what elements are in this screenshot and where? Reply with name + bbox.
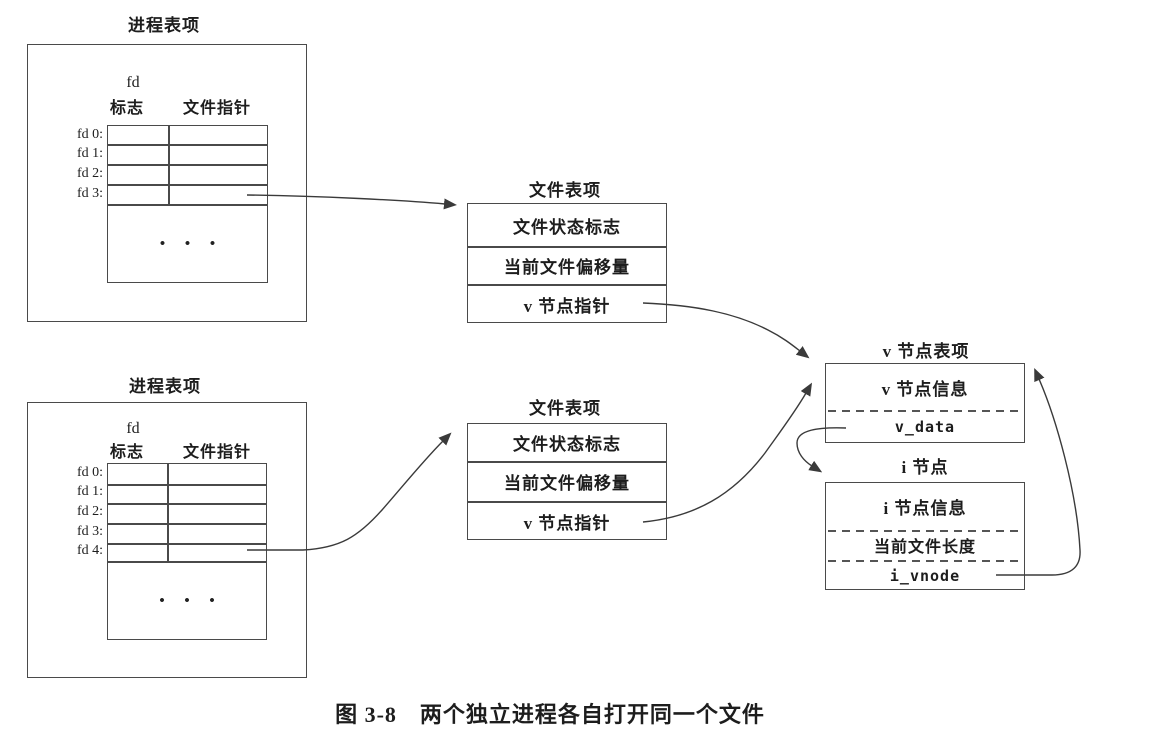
process-table-bottom-title: 进程表项 <box>129 376 201 396</box>
grid-column-divider <box>167 464 169 561</box>
fd-row-label: fd 1: <box>76 484 103 499</box>
current-file-offset-cell: 当前文件偏移量 <box>504 473 630 493</box>
grid-line <box>108 204 267 206</box>
grid-line <box>108 561 266 563</box>
fd-row-label: fd 0: <box>76 465 103 480</box>
file-table-top-box: 文件状态标志 当前文件偏移量 v 节点指针 <box>467 203 667 323</box>
grid-line <box>108 164 267 166</box>
vnode-table-title: v 节点表项 <box>882 341 970 361</box>
vnode-info-cell: v 节点信息 <box>881 379 969 399</box>
process-table-bottom-ellipsis: • • • <box>159 592 215 609</box>
vnode-pointer-cell: v 节点指针 <box>523 296 611 316</box>
grid-column-divider <box>168 126 170 204</box>
row-divider <box>468 284 666 286</box>
current-file-offset-cell: 当前文件偏移量 <box>504 257 630 277</box>
file-table-bottom-title: 文件表项 <box>529 398 601 418</box>
process-table-bottom-col-flags: 标志 <box>109 444 144 461</box>
process-table-bottom-fd-grid: • • • <box>107 463 267 640</box>
process-table-bottom-fd-header: fd <box>126 420 140 437</box>
grid-line <box>108 503 266 505</box>
process-table-top-fd-grid: • • • <box>107 125 268 283</box>
file-status-flags-cell: 文件状态标志 <box>513 435 621 454</box>
file-status-flags-cell: 文件状态标志 <box>513 217 621 237</box>
process-table-top-col-flags: 标志 <box>109 100 144 117</box>
process-table-top-col-file-pointer: 文件指针 <box>182 100 251 117</box>
inode-table-title: i 节点 <box>901 457 949 477</box>
vdata-cell: v_data <box>894 417 956 436</box>
process-table-top-fd-header: fd <box>126 74 140 91</box>
grid-line <box>108 144 267 146</box>
grid-line <box>108 184 267 186</box>
dashed-divider <box>828 530 1022 532</box>
fd-row-label: fd 3: <box>76 524 103 539</box>
fd-row-label: fd 2: <box>76 504 103 519</box>
ivnode-cell: i_vnode <box>889 566 961 585</box>
fd-row-label: fd 2: <box>76 166 103 181</box>
vnode-pointer-cell: v 节点指针 <box>523 513 611 533</box>
arrow-file-table-bottom-to-vnode <box>642 382 813 523</box>
grid-line <box>108 484 266 486</box>
dashed-divider <box>828 560 1022 562</box>
fd-row-label: fd 0: <box>76 127 103 142</box>
inode-table-box: i 节点信息 当前文件长度 i_vnode <box>825 482 1025 590</box>
figure-caption: 图 3-8 两个独立进程各自打开同一个文件 <box>335 702 765 727</box>
grid-line <box>108 543 266 545</box>
row-divider <box>468 246 666 248</box>
process-table-top-outer-box <box>27 44 307 322</box>
grid-line <box>108 523 266 525</box>
file-table-bottom-box: 文件状态标志 当前文件偏移量 v 节点指针 <box>467 423 667 540</box>
vnode-table-box: v 节点信息 v_data <box>825 363 1025 443</box>
fd-row-label: fd 3: <box>76 186 103 201</box>
file-table-top-title: 文件表项 <box>529 180 601 200</box>
process-table-top-title: 进程表项 <box>128 15 200 35</box>
row-divider <box>468 461 666 463</box>
fd-row-label: fd 1: <box>76 146 103 161</box>
dashed-divider <box>828 410 1022 412</box>
row-divider <box>468 501 666 503</box>
current-file-length-cell: 当前文件长度 <box>873 539 976 556</box>
inode-info-cell: i 节点信息 <box>883 499 967 518</box>
process-table-top-ellipsis: • • • <box>159 235 216 252</box>
fd-row-label: fd 4: <box>76 543 103 558</box>
process-table-bottom-col-file-pointer: 文件指针 <box>182 444 251 461</box>
